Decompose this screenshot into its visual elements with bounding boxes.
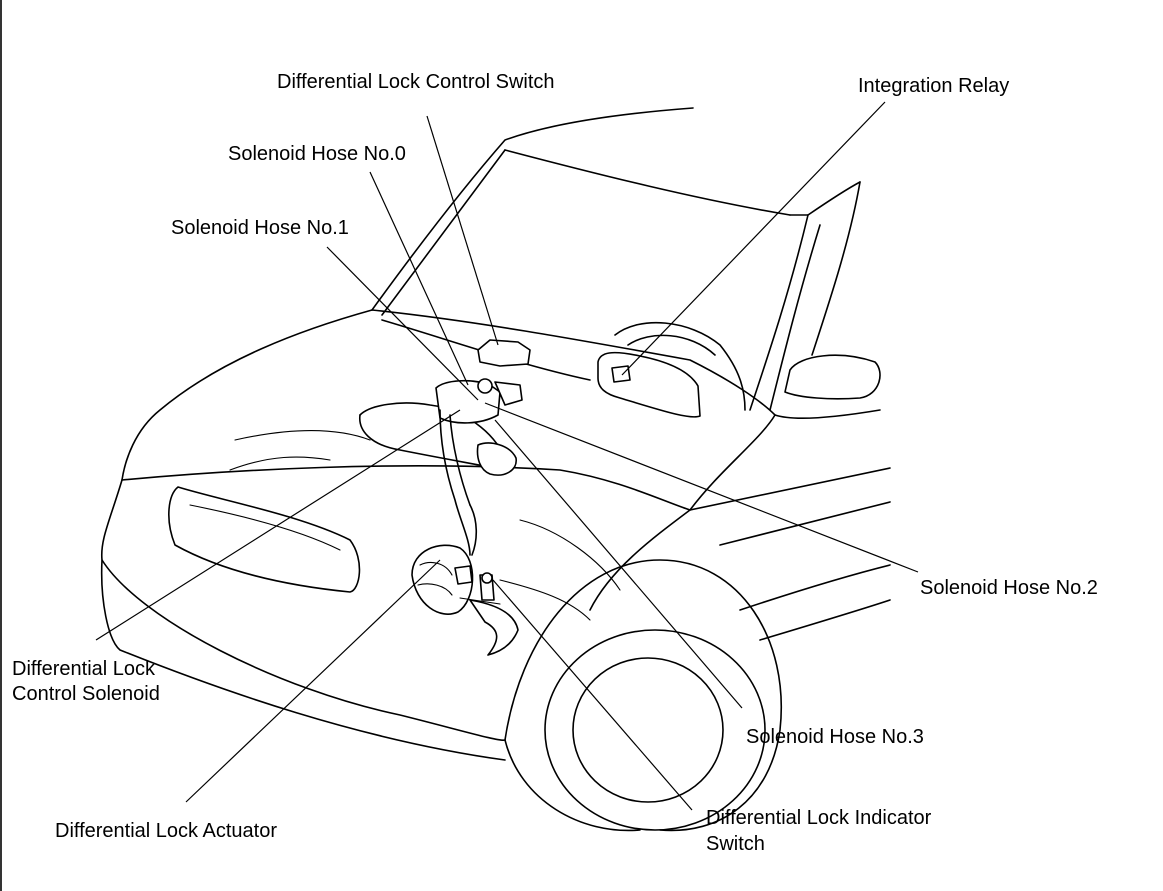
leader-solenoid-hose-1 [326,246,479,401]
leader-lines [95,101,919,811]
label-diff-lock-actuator: Differential Lock Actuator [55,820,277,842]
control-switch-part [477,339,531,367]
leader-solenoid-hose-3 [494,419,743,709]
label-solenoid-hose-1: Solenoid Hose No.1 [171,217,349,239]
leader-control-switch [426,115,499,346]
label-integration-relay: Integration Relay [858,75,1010,97]
label-diff-lock-control-solenoid-line2: Control Solenoid [12,683,160,705]
label-diff-lock-control-solenoid-line1: Differential Lock [12,658,156,680]
leader-control-solenoid [95,409,461,641]
leader-actuator [185,559,441,803]
leader-indicator-switch [492,579,693,811]
label-solenoid-hose-2: Solenoid Hose No.2 [920,577,1098,599]
label-diff-lock-control-switch: Differential Lock Control Switch [277,71,555,93]
label-solenoid-hose-3: Solenoid Hose No.3 [746,726,924,748]
label-solenoid-hose-0: Solenoid Hose No.0 [228,143,406,165]
leader-integration-relay [621,101,886,376]
label-diff-lock-indicator-switch-line2: Switch [706,833,765,855]
component-parts [411,339,701,656]
label-diff-lock-indicator-switch-line1: Differential Lock Indicator [706,807,932,829]
leader-solenoid-hose-0 [369,171,469,386]
leader-solenoid-hose-2 [484,402,919,573]
integration-relay-part [597,351,701,418]
